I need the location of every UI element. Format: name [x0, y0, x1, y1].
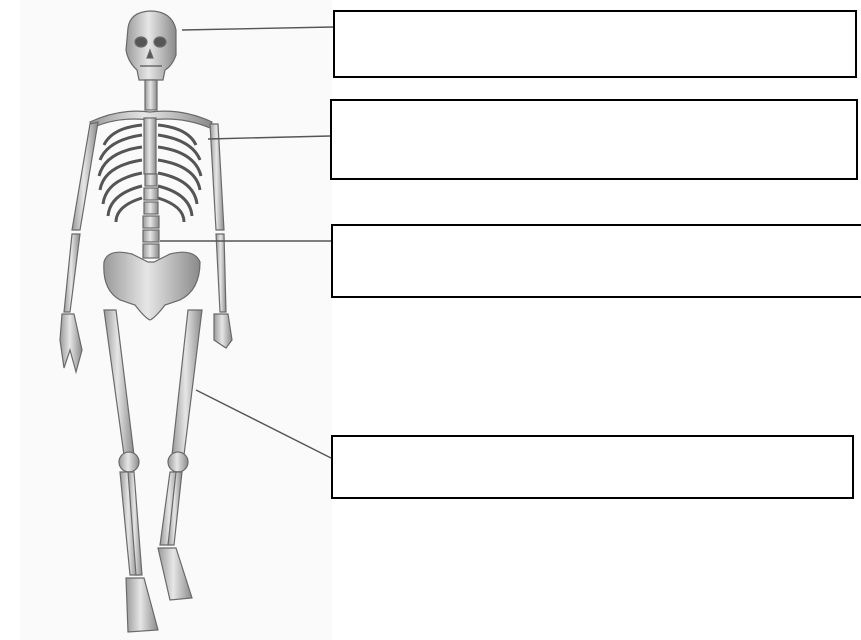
- neck-vertebrae: [145, 80, 157, 110]
- label-box-skull[interactable]: [333, 10, 857, 78]
- label-box-leg-bones[interactable]: [331, 435, 854, 499]
- label-box-rib-cage[interactable]: [330, 99, 858, 180]
- label-box-spine[interactable]: [331, 224, 861, 298]
- sternum: [144, 118, 156, 174]
